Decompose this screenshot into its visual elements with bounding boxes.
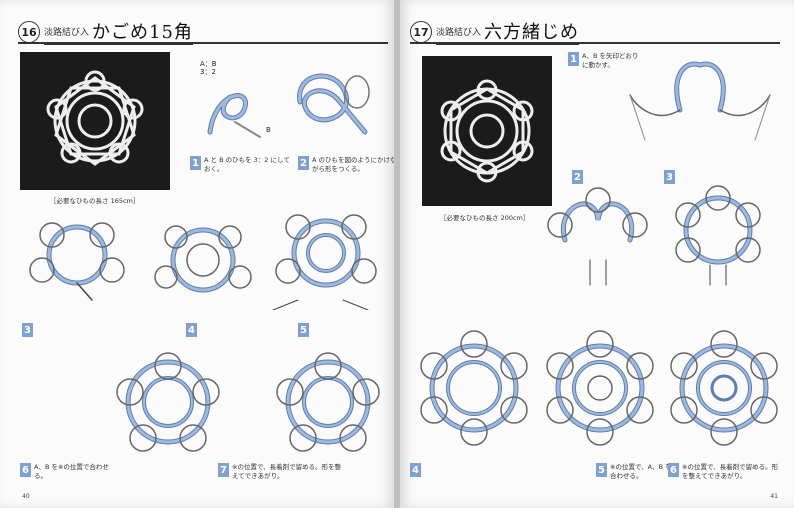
left-step1-diagram [207, 93, 261, 138]
right-step2-diagram [547, 187, 648, 286]
right-step4-diagram [420, 330, 528, 446]
left-step6-diagram [116, 352, 220, 452]
right-step6-badge: 6 [668, 463, 679, 477]
right-page: 17 淡路結び入 六方緒じめ ［必要なひもの長さ 200cm］ [400, 0, 794, 508]
left-step2-text: A のひもを図のようにかけながら形をつくる。 [312, 156, 394, 173]
left-step6-badge: 6 [20, 463, 31, 477]
hexagon-knot-photo [440, 79, 534, 183]
right-folio: 41 [770, 493, 778, 500]
left-step7-diagram [276, 352, 380, 452]
left-step2-diagram [297, 73, 370, 135]
left-step3-badge: 3 [22, 323, 33, 337]
left-step7-badge: 7 [218, 463, 229, 477]
right-photo-caption: ［必要なひもの長さ 200cm］ [440, 214, 530, 222]
right-step1-text: A、B を矢印どおりに動かす。 [582, 52, 639, 69]
left-header-rule [18, 42, 388, 44]
right-step5-text: ※の位置で、A、B を合わせる。 [610, 463, 672, 480]
ratio-label: A：B [200, 60, 217, 68]
ratio-value: 3：2 [200, 68, 216, 76]
left-step3-diagram [29, 222, 125, 301]
right-step6-diagram [670, 330, 778, 446]
left-folio: 40 [22, 493, 30, 500]
left-step5-diagram [272, 214, 377, 310]
book-gutter [394, 0, 400, 508]
left-page: 16 淡路結び入 かごめ15角 ［必要なひもの長さ [0, 0, 394, 508]
left-step7-text: ※の位置で、長着剤で留める。形を整えてできあがり。 [232, 463, 342, 480]
left-kicker: 淡路結び入 [44, 27, 90, 38]
right-header-rule [410, 42, 780, 44]
right-header: 17 淡路結び入 六方緒じめ [410, 18, 580, 46]
right-step4-badge: 4 [410, 463, 421, 477]
right-step1-diagram [629, 61, 771, 141]
pentagon-knot-photo [46, 70, 144, 166]
right-step5-diagram [546, 330, 654, 446]
left-pattern-number: 16 [18, 21, 40, 43]
left-step6-text: A、B を※の位置で合わせる。 [34, 463, 109, 480]
left-product-photo [20, 52, 170, 190]
right-step2-badge: 2 [572, 170, 583, 184]
right-product-photo [422, 56, 552, 206]
left-step5-badge: 5 [298, 323, 309, 337]
right-kicker: 淡路結び入 [436, 27, 482, 38]
left-step1-badge: 1 [190, 156, 201, 170]
right-step1-badge: 1 [568, 52, 579, 66]
right-step3-diagram [675, 185, 761, 286]
left-step1-text: A と B のひもを 3：2 にしておく。 [204, 156, 290, 173]
left-header: 16 淡路結び入 かごめ15角 [18, 18, 193, 46]
left-photo-caption: ［必要なひもの長さ 165cm］ [50, 197, 140, 205]
left-title: かごめ15角 [92, 22, 193, 43]
left-step2-badge: 2 [298, 156, 309, 170]
right-title: 六方緒じめ [484, 22, 580, 43]
label-b: B [266, 126, 271, 134]
left-step4-diagram [154, 225, 252, 293]
right-step3-badge: 3 [664, 170, 675, 184]
right-step6-text: ※の位置で、長着剤で留める。形を整えてできあがり。 [682, 463, 779, 480]
right-pattern-number: 17 [410, 21, 432, 43]
right-step5-badge: 5 [596, 463, 607, 477]
left-step4-badge: 4 [186, 323, 197, 337]
